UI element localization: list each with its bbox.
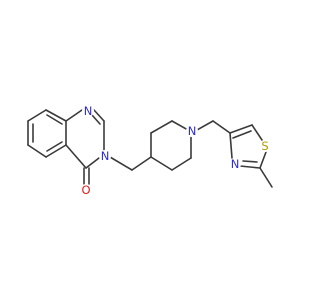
bond: [251, 124, 263, 141]
atom-n1: N: [82, 104, 94, 118]
atom-s-thiazole: S: [259, 139, 271, 153]
atom-label-n-piperidine: N: [188, 124, 197, 138]
atom-n-thiazole: N: [229, 157, 241, 171]
bond: [46, 141, 63, 152]
bond: [85, 157, 100, 169]
bond: [196, 120, 214, 131]
bond: [65, 144, 87, 169]
atom-label-n-thiazole: N: [231, 157, 240, 171]
bond: [239, 165, 261, 169]
bond: [131, 156, 152, 171]
bond: [150, 120, 173, 134]
bond: [93, 109, 105, 122]
bond: [45, 109, 67, 122]
atom-n3: N: [99, 149, 111, 163]
bond: [150, 156, 173, 171]
bond: [46, 114, 63, 125]
atom-o: O: [80, 183, 92, 197]
molecule-structure: N N O N N S: [27, 104, 273, 197]
bond: [171, 157, 192, 171]
bond: [229, 132, 233, 159]
bond: [27, 144, 47, 158]
atom-label-o: O: [81, 183, 90, 197]
bond: [65, 109, 83, 122]
bond: [109, 156, 133, 171]
atom-label-n1: N: [84, 104, 93, 118]
bond: [229, 124, 253, 134]
bond: [212, 120, 231, 134]
bonds: [27, 109, 273, 188]
bond: [91, 114, 101, 125]
bond: [27, 109, 47, 122]
atom-labels: N N O N N S: [80, 104, 271, 197]
atom-label-n3: N: [101, 149, 110, 163]
atom-label-s-thiazole: S: [261, 139, 268, 153]
bond: [45, 144, 67, 158]
bond: [232, 130, 252, 139]
bond: [259, 151, 267, 169]
bond: [171, 120, 189, 131]
bond: [242, 160, 258, 163]
bond: [259, 167, 273, 188]
atom-n-piperidine: N: [186, 124, 198, 138]
